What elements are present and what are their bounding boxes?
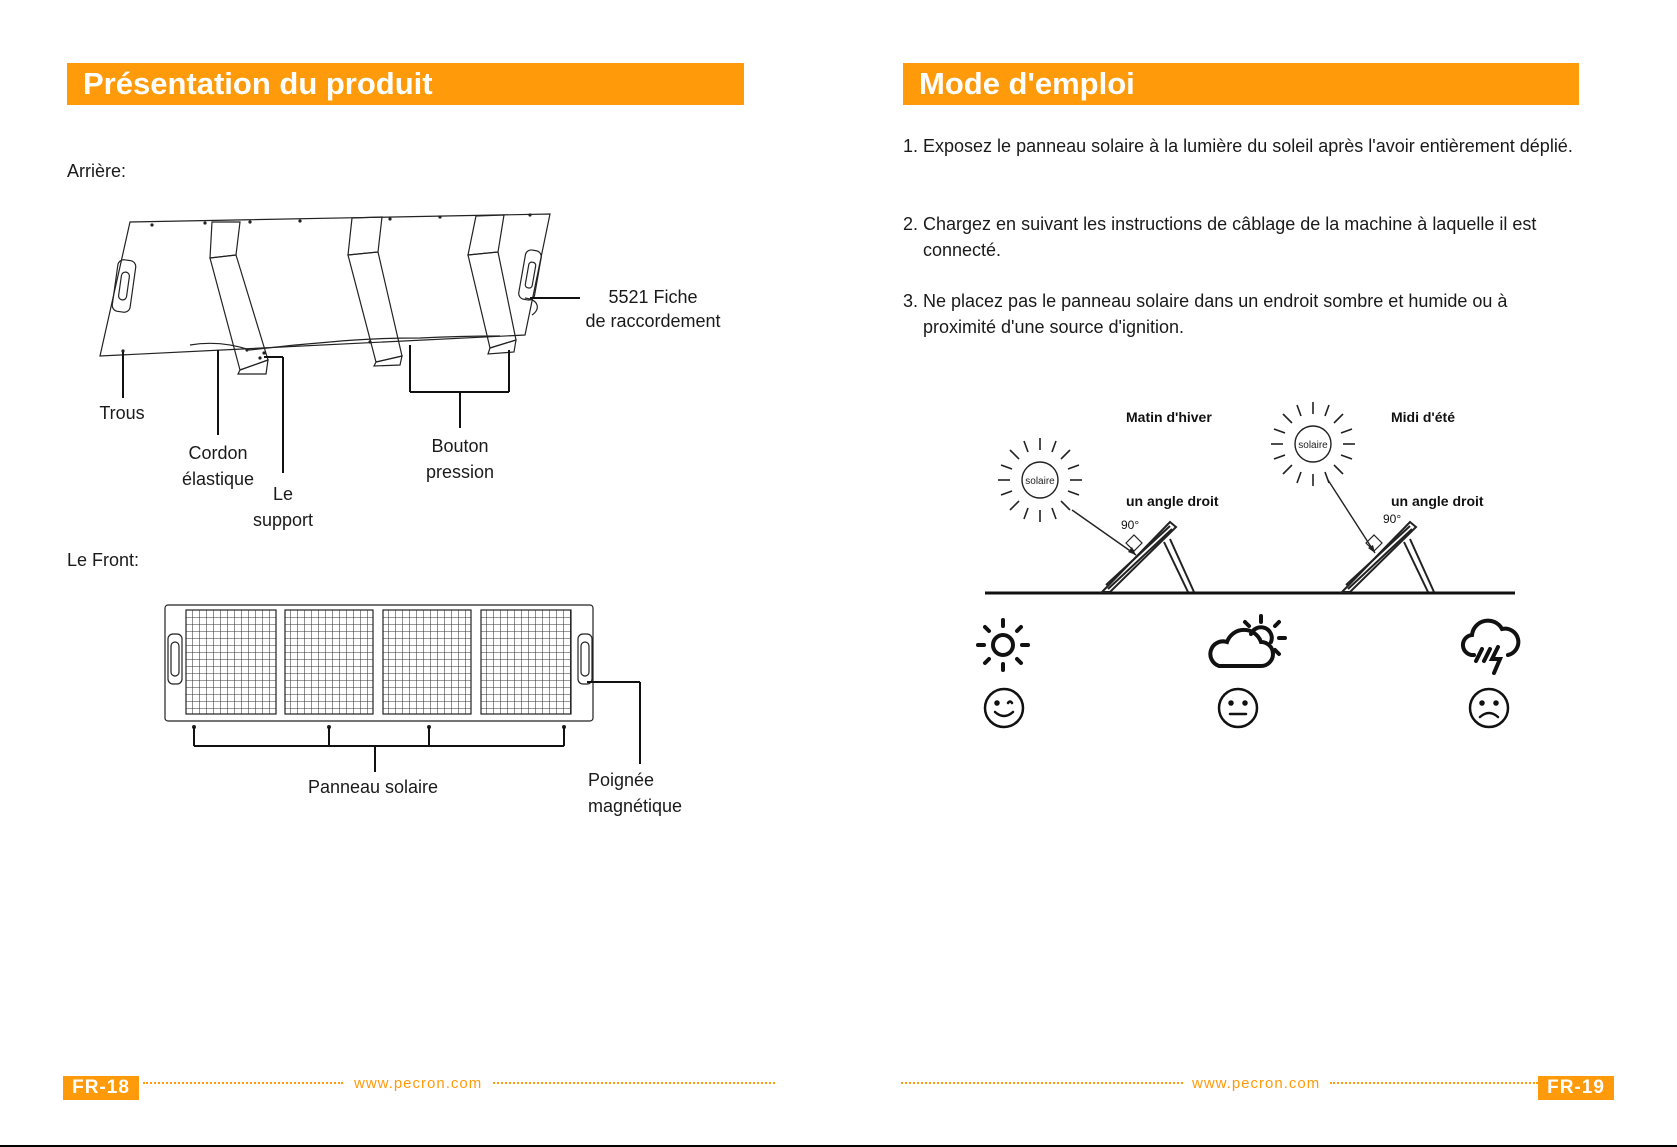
footer-url-right: www.pecron.com bbox=[1192, 1075, 1321, 1092]
panel-front-illustration bbox=[164, 604, 641, 772]
angle-label-right: un angle droit bbox=[1391, 493, 1484, 509]
partly-cloudy-icon bbox=[1208, 614, 1287, 668]
bottom-border bbox=[0, 1145, 1677, 1147]
sun-left-icon bbox=[998, 438, 1082, 522]
sun-left-label: solaire bbox=[1025, 476, 1055, 487]
angle-degrees-left: 90° bbox=[1121, 518, 1139, 532]
callout-cordon-1: Cordon bbox=[188, 443, 248, 463]
callout-cordon-2: élastique bbox=[181, 469, 255, 489]
angle-label-left: un angle droit bbox=[1126, 493, 1219, 509]
page-number-left: FR-18 bbox=[63, 1076, 139, 1100]
storm-cloud-icon bbox=[1461, 618, 1521, 675]
callout-support-2: support bbox=[252, 510, 314, 530]
callout-bouton-1: Bouton bbox=[431, 436, 489, 456]
back-label: Arrière: bbox=[67, 161, 127, 181]
sad-face-icon bbox=[1468, 687, 1510, 729]
panel-back-illustration bbox=[99, 213, 580, 473]
diagram-title-right: Midi d'été bbox=[1391, 409, 1455, 425]
footer-url-left: www.pecron.com bbox=[354, 1075, 483, 1092]
page-number-right: FR-19 bbox=[1538, 1076, 1614, 1100]
footer-dots-right-1 bbox=[901, 1082, 1183, 1086]
callout-support-1: Le bbox=[272, 484, 294, 504]
step-2: 2. Chargez en suivant les instructions d… bbox=[903, 214, 1537, 260]
diagram-title-left: Matin d'hiver bbox=[1126, 409, 1212, 425]
callout-panneau-solaire: Panneau solaire bbox=[307, 777, 439, 797]
page-title-mode-emploi: Mode d'emploi bbox=[903, 63, 1579, 105]
sun-right-label: solaire bbox=[1298, 440, 1328, 451]
footer-dots-left-1 bbox=[143, 1082, 343, 1086]
callout-trous: Trous bbox=[99, 403, 145, 423]
callout-fiche-1: 5521 Fiche bbox=[608, 287, 698, 307]
callout-fiche-2: de raccordement bbox=[585, 311, 721, 331]
happy-face-icon bbox=[983, 687, 1025, 729]
neutral-face-icon bbox=[1217, 687, 1259, 729]
page-title-presentation: Présentation du produit bbox=[67, 63, 744, 105]
callout-bouton-2: pression bbox=[425, 462, 495, 482]
step-1: 1. Exposez le panneau solaire à la lumiè… bbox=[903, 136, 1573, 156]
footer-dots-left-2 bbox=[493, 1082, 775, 1086]
step-3: 3. Ne placez pas le panneau solaire dans… bbox=[903, 291, 1508, 337]
sun-icon bbox=[976, 618, 1030, 672]
callout-poignee-2: magnétique bbox=[588, 796, 683, 816]
front-label: Le Front: bbox=[67, 550, 140, 570]
footer-dots-right-2 bbox=[1330, 1082, 1538, 1086]
callout-poignee-1: Poignée bbox=[588, 770, 655, 790]
angle-degrees-right: 90° bbox=[1383, 512, 1401, 526]
sun-angle-diagram: solaire 90° Matin d'hiver un angle droit… bbox=[985, 402, 1515, 595]
